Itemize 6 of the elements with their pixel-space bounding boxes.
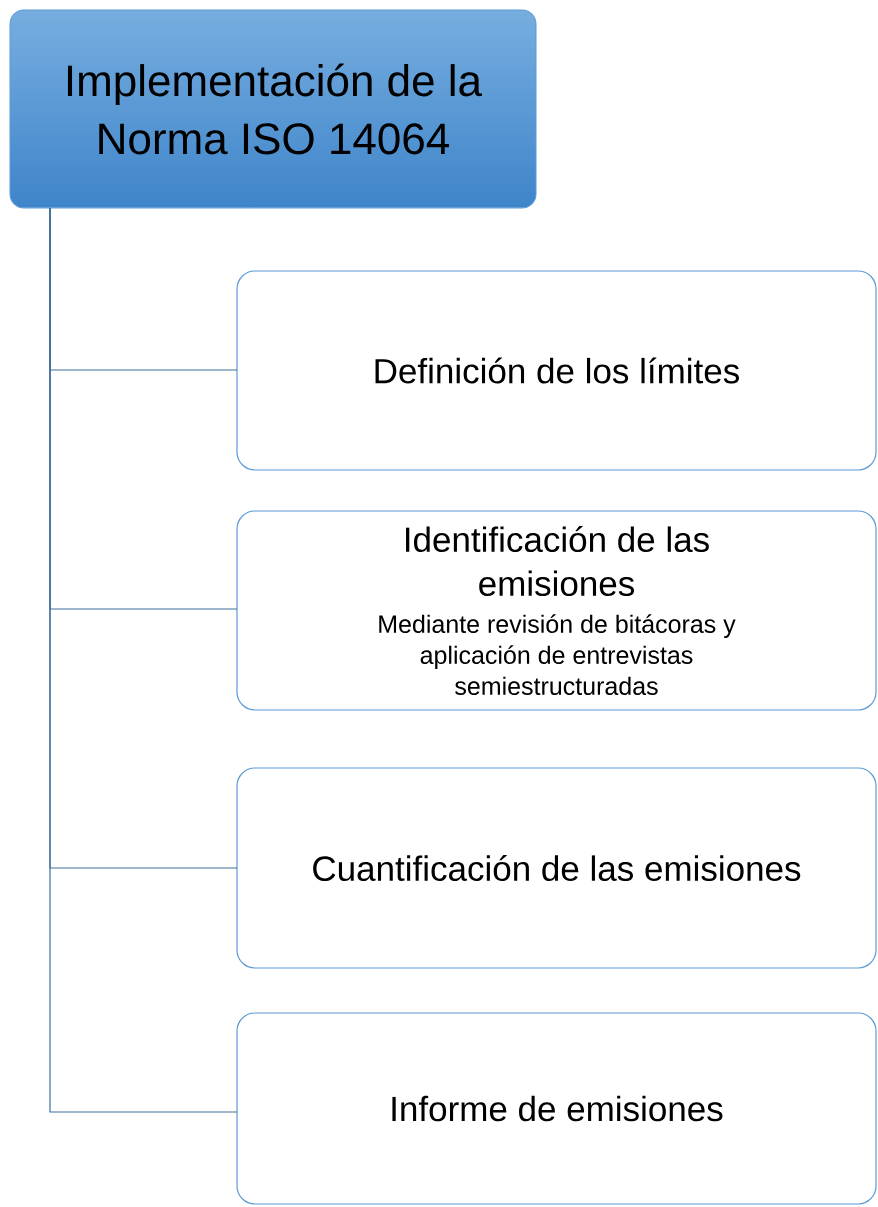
connector-line <box>49 207 238 1113</box>
step-box: Cuantificación de las emisiones <box>236 767 877 969</box>
title-box: Implementación de la Norma ISO 14064 <box>9 9 537 209</box>
step-box: Informe de emisiones <box>236 1012 877 1205</box>
step-box: Identificación de las emisiones Mediante revisión de bitácoras y aplicación de entrevistas semiestructuradas <box>236 510 877 711</box>
step-box: Definición de los límites <box>236 270 877 471</box>
